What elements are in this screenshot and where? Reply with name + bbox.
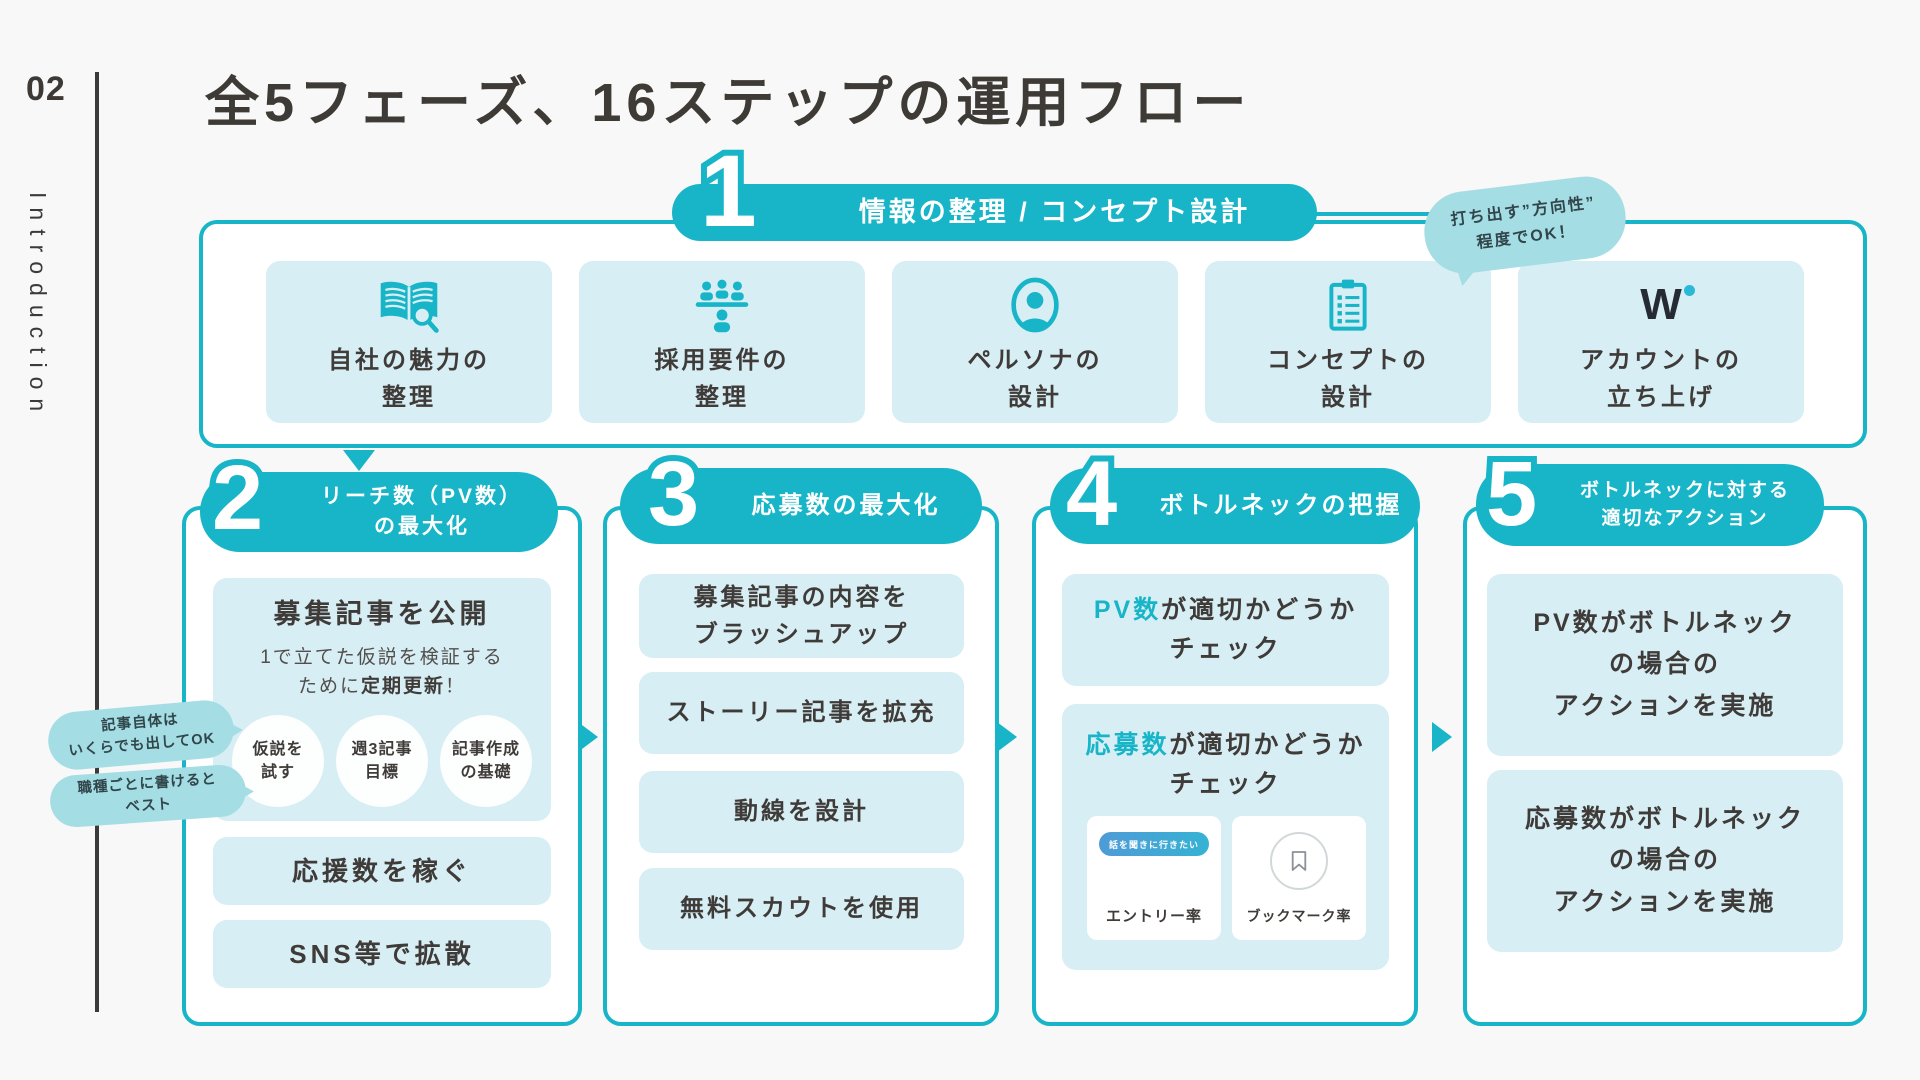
logo-dot xyxy=(1683,284,1695,296)
phase2-card-sns: SNS等で拡散 xyxy=(213,920,551,988)
phase3-card-flowline: 動線を設計 xyxy=(639,771,964,853)
phase1-card-label: 採用要件の 整理 xyxy=(654,346,790,411)
phase1-note-text: 打ち出す”方向性” 程度でOK！ xyxy=(1449,194,1597,252)
metric-entry-rate: 話を聞きに行きたい エントリー率 xyxy=(1087,816,1221,940)
phase1-card-company-appeal: 自社の魅力の 整理 xyxy=(266,261,552,423)
phase1-card-concept: コンセプトの 設計 xyxy=(1205,261,1491,423)
phase1-title: 情報の整理 / コンセプト設計 xyxy=(858,196,1251,227)
subtext-bold: 定期更新 xyxy=(360,676,445,697)
phase2-card1-subtext: 1で立てた仮説を検証する ために定期更新！ xyxy=(260,646,504,697)
arrow-down-icon xyxy=(343,450,375,471)
clipboard-icon xyxy=(1327,268,1369,342)
phase3-card-stories: ストーリー記事を拡充 xyxy=(639,672,964,754)
metric-bookmark-rate: ブックマーク率 xyxy=(1232,816,1366,940)
phase3-container: 募集記事の内容を ブラッシュアップ ストーリー記事を拡充 動線を設計 無料スカウ… xyxy=(603,506,999,1026)
apply-highlight: 応募数 xyxy=(1085,731,1170,759)
phase2-title: リーチ数（PV数） の最大化 xyxy=(320,484,523,538)
phase1-card-label: アカウントの 立ち上げ xyxy=(1580,346,1742,411)
entry-button: 話を聞きに行きたい xyxy=(1099,832,1209,856)
arrow-right-icon xyxy=(1432,722,1452,752)
interview-panel-icon xyxy=(693,268,751,342)
phase5-card-pv-action: PV数がボトルネック の場合の アクションを実施 xyxy=(1487,574,1843,756)
phase4-card-apply-check: 応募数が適切かどうか チェック 話を聞きに行きたい エントリー率 ブックマーク率 xyxy=(1062,704,1389,970)
arrow-right-icon xyxy=(997,722,1017,752)
phase2-card1-title: 募集記事を公開 xyxy=(273,598,491,629)
pv-highlight: PV数 xyxy=(1093,596,1162,625)
phase4-card-pv-check: PV数が適切かどうか チェック xyxy=(1062,574,1389,686)
phase5-header-pill: ボトルネックに対する 適切なアクション xyxy=(1476,464,1824,546)
phase5-title: ボトルネックに対する 適切なアクション xyxy=(1579,480,1790,529)
phase4-title: ボトルネックの把握 xyxy=(1159,491,1403,519)
bookmark-icon xyxy=(1270,832,1328,890)
phase3-card-brushup: 募集記事の内容を ブラッシュアップ xyxy=(639,574,964,658)
wantedly-logo-icon: W xyxy=(1640,268,1695,342)
phase3-card-scout: 無料スカウトを使用 xyxy=(639,868,964,950)
phase4-header-pill: ボトルネックの把握 xyxy=(1050,468,1420,544)
circle-hypothesis: 仮説を 試す xyxy=(232,715,324,808)
phase1-card-persona: ペルソナの 設計 xyxy=(892,261,1178,423)
persona-icon xyxy=(1009,268,1061,342)
phase1-card-requirements: 採用要件の 整理 xyxy=(579,261,865,423)
page-title: 全5フェーズ、16ステップの運用フロー xyxy=(205,73,1252,133)
section-label: Introduction xyxy=(25,192,51,421)
note-connector-line xyxy=(1310,212,1460,216)
phase2-container: 募集記事を公開 1で立てた仮説を検証する ために定期更新！ 仮説を 試す 週3記… xyxy=(182,506,582,1026)
circle-writing-basics: 記事作成 の基礎 xyxy=(440,715,532,808)
phase1-card-label: コンセプトの 設計 xyxy=(1267,346,1429,411)
phase2-header-pill: リーチ数（PV数） の最大化 xyxy=(200,472,558,552)
phase1-card-row: 自社の魅力の 整理 採用要件の 整理 xyxy=(203,224,1867,438)
circle-weekly-goal: 週3記事 目標 xyxy=(336,715,428,808)
phase2-card-support: 応援数を稼ぐ xyxy=(213,837,551,905)
vertical-divider xyxy=(95,72,99,1012)
phase3-title: 応募数の最大化 xyxy=(751,491,941,519)
phase1-card-label: ペルソナの 設計 xyxy=(967,346,1103,411)
phase5-card-apply-action: 応募数がボトルネック の場合の アクションを実施 xyxy=(1487,770,1843,952)
phase5-container: PV数がボトルネック の場合の アクションを実施 応募数がボトルネック の場合の… xyxy=(1463,506,1867,1026)
book-search-icon xyxy=(376,268,442,342)
arrow-right-icon xyxy=(578,722,598,752)
phase1-card-account: W アカウントの 立ち上げ xyxy=(1518,261,1804,423)
phase2-card-publish: 募集記事を公開 1で立てた仮説を検証する ために定期更新！ 仮説を 試す 週3記… xyxy=(213,578,551,821)
logo-letter: W xyxy=(1640,279,1682,329)
phase1-card-label: 自社の魅力の 整理 xyxy=(328,346,490,411)
phase1-header-pill: 情報の整理 / コンセプト設計 xyxy=(672,184,1317,241)
phase4-container: PV数が適切かどうか チェック 応募数が適切かどうか チェック 話を聞きに行きた… xyxy=(1032,506,1418,1026)
phase3-header-pill: 応募数の最大化 xyxy=(620,468,982,544)
phase2-circle-row: 仮説を 試す 週3記事 目標 記事作成 の基礎 xyxy=(232,715,532,808)
page-number: 02 xyxy=(26,70,66,108)
